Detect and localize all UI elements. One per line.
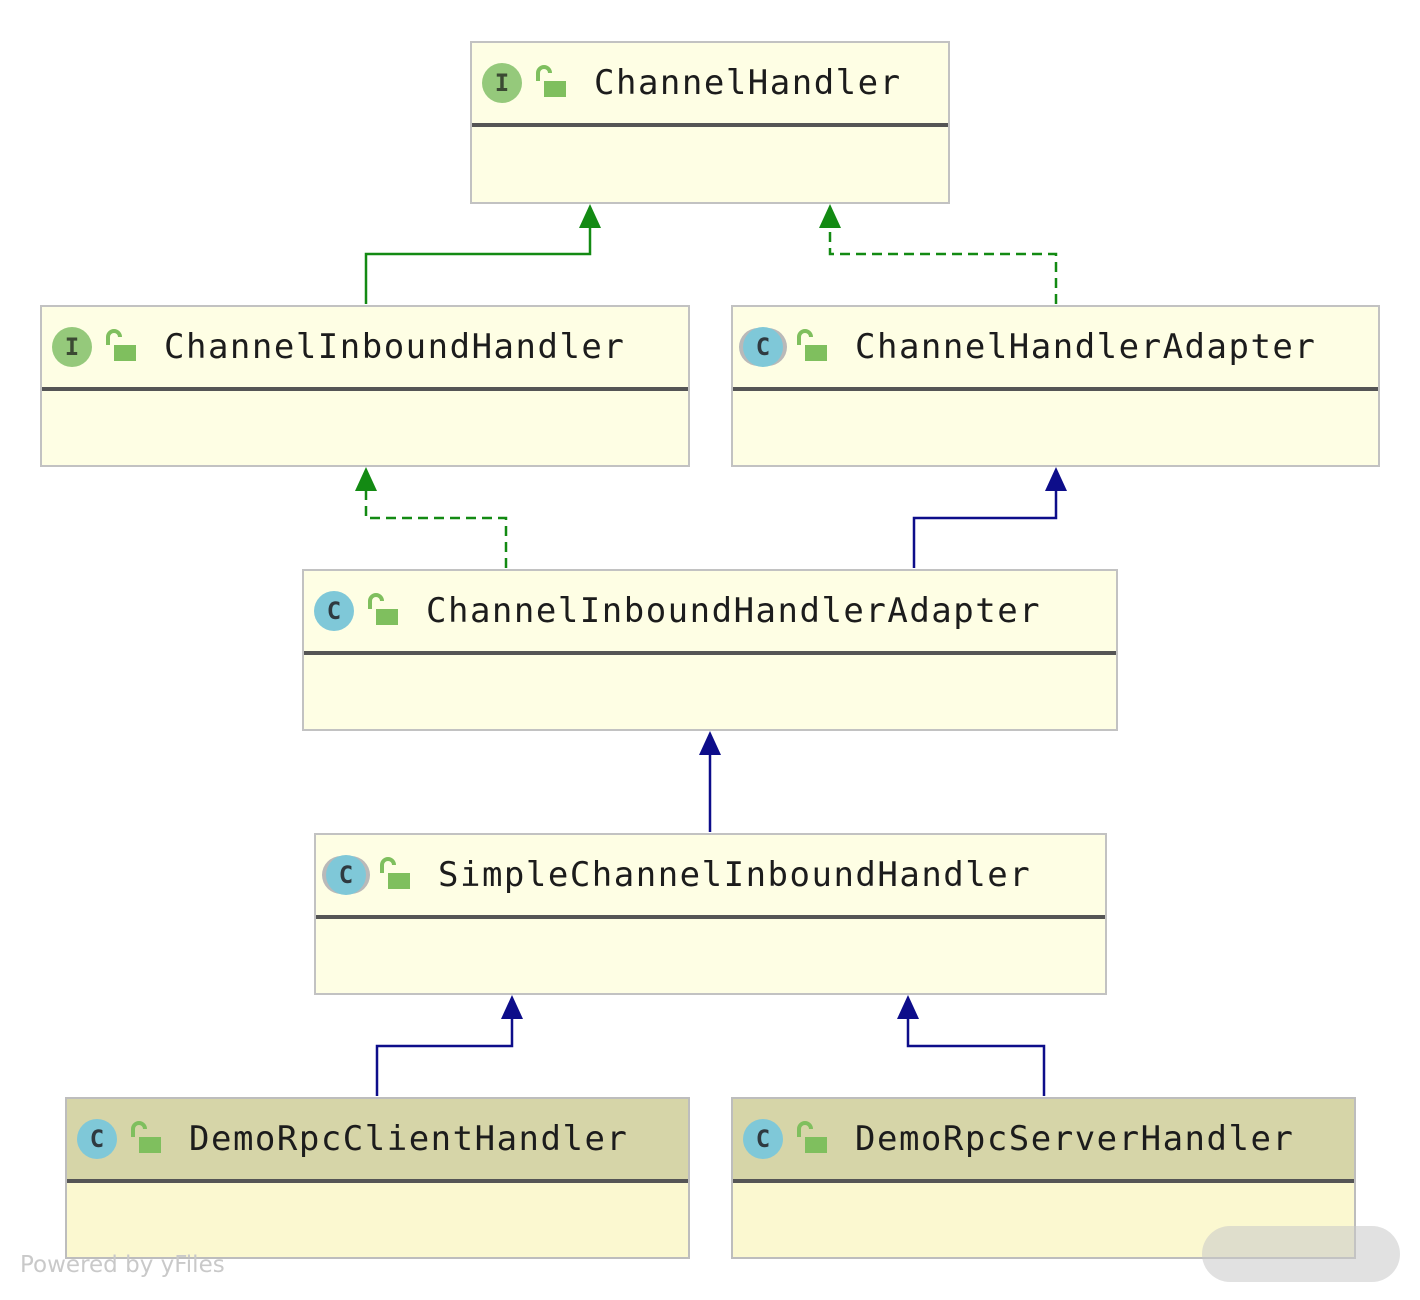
arrowhead	[897, 995, 919, 1019]
node-title: ChannelHandler	[594, 63, 902, 103]
public-lock-icon	[797, 329, 827, 361]
class-icon: C	[743, 1119, 783, 1159]
arrowhead	[819, 204, 841, 228]
node-title: SimpleChannelInboundHandler	[438, 855, 1032, 895]
arrowhead	[699, 731, 721, 755]
node-members	[733, 391, 1378, 465]
node-header: C ChannelHandlerAdapter	[733, 307, 1378, 391]
watermark-badge	[1202, 1226, 1400, 1282]
edge-demo-rpc-client-handler-to-simple-channel-inbound-handler	[375, 1019, 514, 1096]
node-header: C DemoRpcClientHandler	[67, 1099, 688, 1183]
edge-channel-inbound-handler-to-channel-handler	[364, 228, 592, 304]
node-members	[304, 655, 1116, 729]
edge-channel-inbound-handler-adapter-to-channel-inbound-handler	[364, 491, 508, 568]
node-members	[42, 391, 688, 465]
node-title: DemoRpcServerHandler	[855, 1119, 1295, 1159]
node-channel-handler-adapter[interactable]: C ChannelHandlerAdapter	[731, 305, 1380, 467]
arrowhead	[1045, 467, 1067, 491]
public-lock-icon	[797, 1121, 827, 1153]
interface-icon: I	[52, 327, 92, 367]
abstract-class-icon: C	[326, 855, 366, 895]
node-channel-inbound-handler-adapter[interactable]: C ChannelInboundHandlerAdapter	[302, 569, 1118, 731]
class-icon: C	[314, 591, 354, 631]
node-members	[316, 919, 1105, 993]
node-members	[67, 1183, 688, 1257]
node-channel-handler[interactable]: I ChannelHandler	[470, 41, 950, 204]
abstract-class-icon: C	[743, 327, 783, 367]
public-lock-icon	[380, 857, 410, 889]
node-header: C ChannelInboundHandlerAdapter	[304, 571, 1116, 655]
class-icon: C	[77, 1119, 117, 1159]
edge-channel-handler-adapter-to-channel-handler	[828, 228, 1058, 304]
node-header: C SimpleChannelInboundHandler	[316, 835, 1105, 919]
node-title: ChannelInboundHandler	[164, 327, 626, 367]
node-title: ChannelInboundHandlerAdapter	[426, 591, 1042, 631]
public-lock-icon	[131, 1121, 161, 1153]
arrowhead	[579, 204, 601, 228]
edge-demo-rpc-server-handler-to-simple-channel-inbound-handler	[906, 1019, 1046, 1096]
node-channel-inbound-handler[interactable]: I ChannelInboundHandler	[40, 305, 690, 467]
node-header: I ChannelHandler	[472, 43, 948, 127]
edge-channel-inbound-handler-adapter-to-channel-handler-adapter	[912, 491, 1058, 568]
arrowhead	[501, 995, 523, 1019]
node-header: I ChannelInboundHandler	[42, 307, 688, 391]
public-lock-icon	[536, 65, 566, 97]
node-title: ChannelHandlerAdapter	[855, 327, 1317, 367]
powered-by-footer: Powered by yFiles	[20, 1252, 225, 1278]
node-demo-rpc-client-handler[interactable]: C DemoRpcClientHandler	[65, 1097, 690, 1259]
arrowhead	[355, 467, 377, 491]
node-header: C DemoRpcServerHandler	[733, 1099, 1354, 1183]
node-simple-channel-inbound-handler[interactable]: C SimpleChannelInboundHandler	[314, 833, 1107, 995]
interface-icon: I	[482, 63, 522, 103]
node-title: DemoRpcClientHandler	[189, 1119, 629, 1159]
public-lock-icon	[106, 329, 136, 361]
public-lock-icon	[368, 593, 398, 625]
node-members	[472, 127, 948, 202]
